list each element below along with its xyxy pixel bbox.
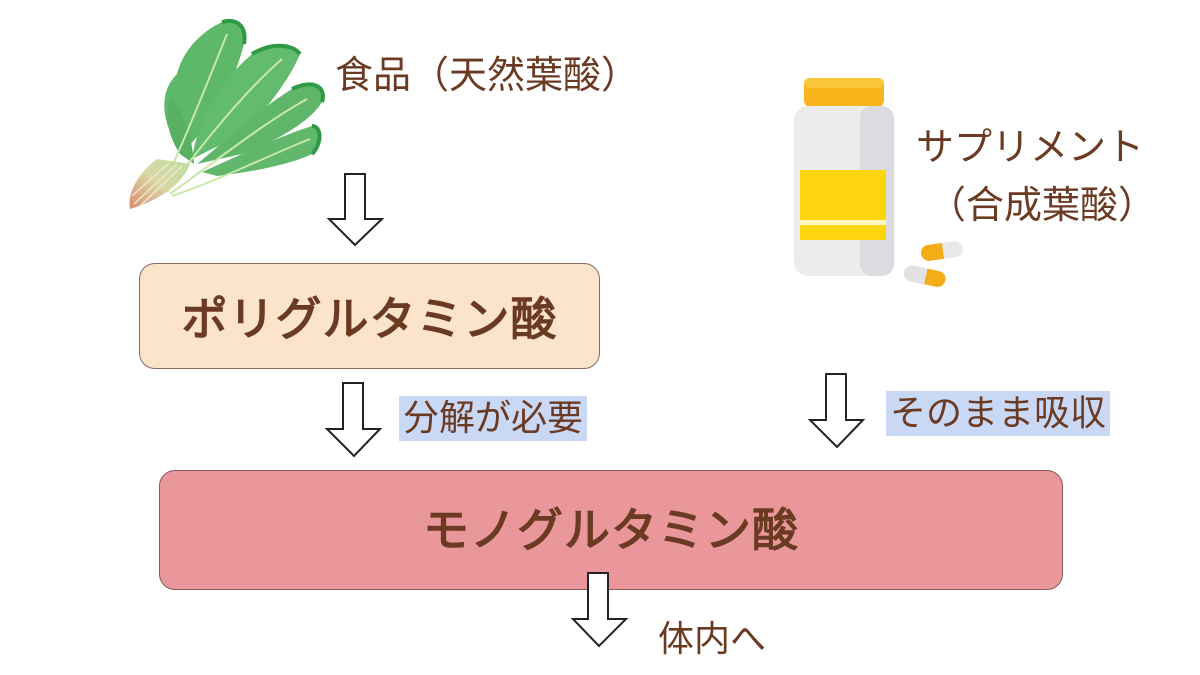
- down-arrow-body: [570, 572, 629, 648]
- spinach-icon: [129, 19, 325, 209]
- polyglutamate-box: ポリグルタミン酸: [139, 263, 600, 369]
- breakdown-note: 分解が必要: [399, 396, 588, 442]
- food-label: 食品（天然葉酸）: [335, 53, 640, 97]
- down-arrow-breakdown: [324, 382, 383, 458]
- direct-absorption-note: そのまま吸収: [886, 391, 1111, 437]
- supplement-label-line1: サプリメント: [916, 125, 1145, 169]
- monoglutamate-box: モノグルタミン酸: [159, 470, 1063, 590]
- into-body-label: 体内へ: [658, 619, 767, 660]
- supplement-label-line2: （合成葉酸）: [928, 183, 1157, 227]
- down-arrow-food: [326, 173, 385, 247]
- polyglutamate-label: ポリグルタミン酸: [181, 292, 558, 346]
- monoglutamate-label: モノグルタミン酸: [423, 503, 799, 557]
- down-arrow-direct: [807, 373, 866, 449]
- supplement-bottle-icon: [794, 78, 963, 287]
